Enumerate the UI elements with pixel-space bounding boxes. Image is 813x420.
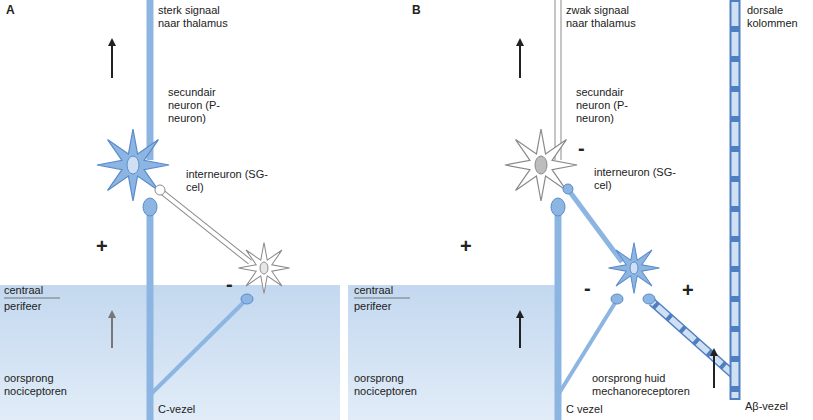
axon	[555, 0, 562, 160]
fiber-label: C vezel	[566, 403, 626, 416]
synapse	[241, 294, 253, 304]
sign: +	[682, 280, 698, 300]
region-label: centraal	[4, 284, 74, 297]
sign: -	[578, 138, 592, 158]
neuron-label: interneuron (SG-cel)	[186, 168, 268, 194]
nucleus	[127, 156, 139, 174]
signal-label: sterk signaal naar thalamus	[158, 4, 240, 30]
interneuron-axon	[570, 192, 622, 262]
axon	[556, 0, 561, 160]
interneuron-axon	[162, 192, 250, 262]
signal-arrow	[713, 352, 715, 388]
peripheral-region	[0, 285, 340, 420]
signal-arrow	[519, 314, 521, 348]
synapse	[643, 294, 655, 304]
nucleus	[630, 262, 638, 274]
c-fiber-branch	[150, 302, 244, 395]
synapse	[155, 185, 165, 195]
region-label: perifeer	[354, 300, 424, 313]
a-beta-collateral	[652, 302, 735, 376]
synapse	[143, 198, 157, 216]
myelin	[652, 302, 735, 376]
p-neuron	[97, 129, 169, 201]
dorsal-column-fiber	[730, 0, 741, 400]
origin-label: oorsprong nociceptoren	[4, 372, 90, 398]
neuron-label: secundair neuron (P-neuron)	[576, 86, 656, 125]
panel-letter: B	[412, 4, 432, 17]
neuron-label: secundair neuron (P-neuron)	[168, 86, 248, 125]
fiber-label: Aβ-vezel	[745, 400, 807, 413]
divider	[4, 298, 60, 299]
sg-cell	[609, 243, 660, 294]
region-label: perifeer	[4, 300, 74, 313]
divider	[354, 298, 410, 299]
peripheral-region	[348, 285, 560, 420]
origin-label: oorsprong nociceptoren	[354, 372, 440, 398]
interneuron-axon	[162, 192, 250, 262]
nucleus	[260, 262, 268, 274]
myelin	[732, 2, 739, 398]
panel-letter: A	[6, 4, 26, 17]
signal-label: zwak signaal naar thalamus	[566, 4, 648, 30]
axon	[147, 0, 154, 160]
origin-label: oorsprong huid mechanoreceptoren	[592, 372, 696, 398]
fiber-label: C-vezel	[158, 403, 218, 416]
signal-arrow	[111, 314, 113, 348]
sign: -	[226, 274, 240, 294]
sign: -	[584, 278, 598, 298]
synapse	[563, 184, 573, 194]
sign: +	[460, 236, 476, 256]
p-neuron	[505, 129, 577, 201]
synapse	[611, 294, 623, 304]
region-label: centraal	[354, 284, 424, 297]
sign: +	[96, 236, 112, 256]
sg-cell	[239, 243, 290, 294]
nucleus	[535, 156, 547, 174]
c-fiber	[147, 215, 154, 420]
synapse	[551, 198, 565, 216]
signal-arrow	[519, 42, 521, 78]
neuron-label: interneuron (SG-cel)	[594, 166, 676, 192]
signal-arrow	[111, 42, 113, 78]
column-label: dorsale kolommen	[747, 4, 809, 30]
